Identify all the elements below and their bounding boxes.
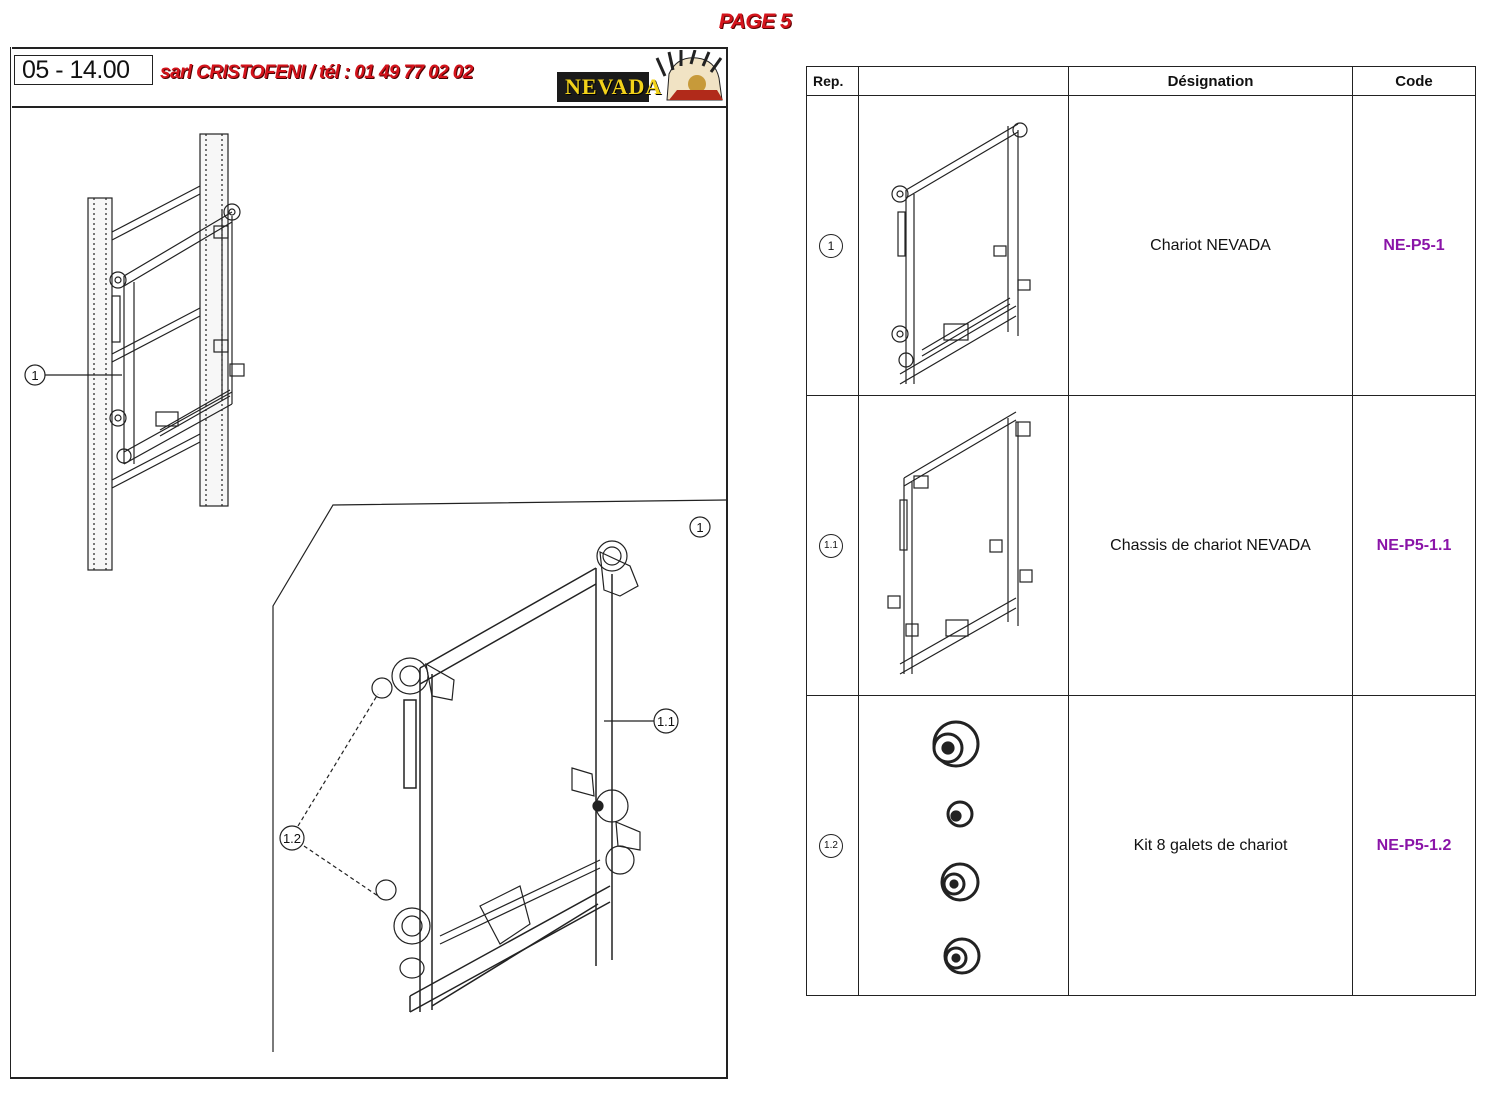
callout-rollers: 1.2 — [283, 831, 301, 846]
code-cell: NE-P5-1.1 — [1352, 395, 1476, 696]
designation-cell: Chassis de chariot NEVADA — [1068, 395, 1353, 696]
image-cell — [858, 695, 1069, 996]
roller-bottom-left — [375, 879, 431, 979]
table-header-row: Rep. Désignation Code — [806, 66, 1476, 96]
ladder-overview — [24, 133, 245, 571]
col-header-code: Code — [1352, 66, 1476, 96]
nevada-logo — [557, 50, 723, 102]
callout-detail: 1 — [696, 520, 703, 535]
rep-number: 1 — [819, 233, 843, 258]
roller-mid-right — [571, 767, 641, 851]
rep-number: 1.2 — [819, 833, 843, 858]
callout-overview: 1 — [31, 368, 38, 383]
roller-top-right — [596, 540, 639, 597]
code-cell: NE-P5-1.2 — [1352, 695, 1476, 996]
table-row: 1.1 Chassis de chariot NEVADA NE-P5-1.1 — [806, 395, 1476, 696]
table-row: 1 Chariot NEVADA NE-P5-1 — [806, 95, 1476, 396]
company-name: sarl CRISTOFENI / tél : 01 49 77 02 02 — [160, 62, 473, 83]
roller-bottom-right — [439, 845, 635, 945]
parts-table: Rep. Désignation Code 1 Chariot NEVADA N… — [806, 66, 1476, 996]
table-row: 1.2 Kit 8 galets de chariot NE-P5-1.2 — [806, 695, 1476, 996]
code-cell: NE-P5-1 — [1352, 95, 1476, 396]
rep-cell: 1 — [806, 95, 859, 396]
chief-head-icon — [655, 50, 723, 101]
left-panel — [10, 47, 728, 1079]
col-header-image — [858, 66, 1069, 96]
designation-cell: Chariot NEVADA — [1068, 95, 1353, 396]
logo-text: NEVADA — [565, 74, 663, 99]
detail-view — [272, 499, 727, 1052]
header-rule-top — [12, 47, 728, 49]
rep-number: 1.1 — [819, 533, 843, 558]
rep-cell: 1.2 — [806, 695, 859, 996]
document-reference: 05 - 14.00 — [14, 55, 153, 85]
image-cell — [858, 395, 1069, 696]
callout-chassis: 1.1 — [657, 714, 675, 729]
rep-cell: 1.1 — [806, 395, 859, 696]
chariot-small — [109, 203, 245, 465]
col-header-rep: Rep. — [806, 66, 859, 96]
designation-cell: Kit 8 galets de chariot — [1068, 695, 1353, 996]
image-cell — [858, 95, 1069, 396]
page-label: PAGE 5 — [718, 10, 792, 33]
col-header-designation: Désignation — [1068, 66, 1353, 96]
header-rule-bottom — [12, 106, 728, 108]
roller-top-left — [371, 657, 455, 701]
